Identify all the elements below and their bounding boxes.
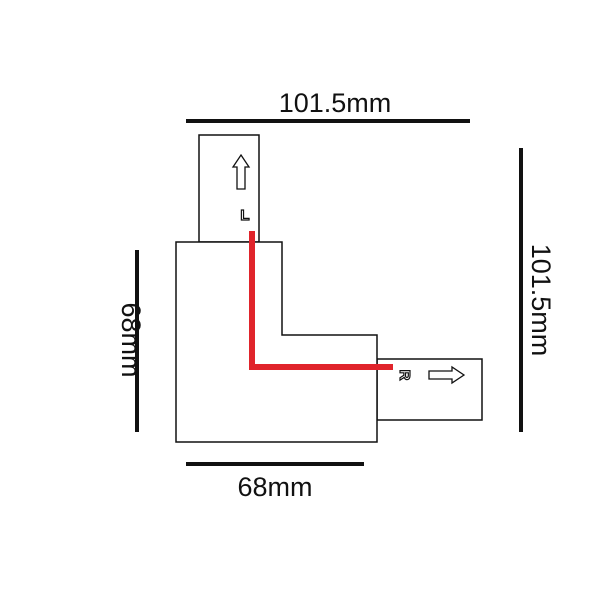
left-dimension-label: 68mm [116,302,146,377]
l-shaped-body [175,241,378,443]
top-dimension-label: 101.5mm [279,88,392,118]
wire-path [249,231,393,370]
arrow-right-icon [428,365,466,385]
left-label: L [240,207,249,224]
bottom-dimension-label: 68mm [237,472,312,502]
right-label: R [396,370,413,381]
right-track-stub [376,358,483,421]
top-track-stub [198,134,260,243]
arrow-up-icon [231,153,251,190]
right-dimension-label: 101.5mm [526,244,556,357]
